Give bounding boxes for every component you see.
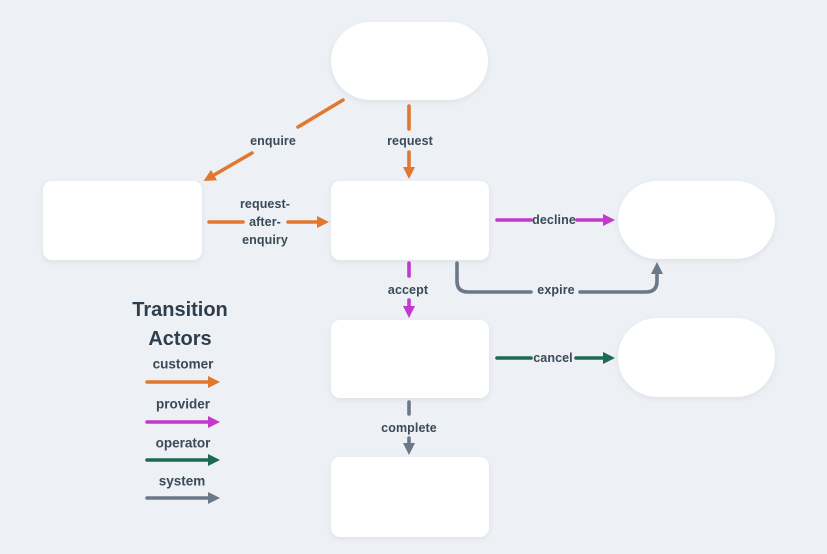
legend-title-line1: Transition <box>132 299 228 321</box>
transition-label-request: request <box>387 134 433 148</box>
transition-label-decline: decline <box>532 213 576 227</box>
state-node-initial <box>331 22 488 100</box>
state-node-cancelled <box>618 318 775 397</box>
transition-label-enquire: enquire <box>250 134 296 148</box>
transition-label-line: after- <box>249 215 281 229</box>
state-node-declined <box>618 181 775 259</box>
legend-title-line2: Actors <box>148 328 212 350</box>
transition-label-expire: expire <box>537 283 575 297</box>
state-node-accepted <box>331 320 489 398</box>
legend-label-system: system <box>158 473 206 489</box>
legend-label-operator: operator <box>155 435 211 451</box>
transition-label-request-after-enquiry: request- after- enquiry <box>240 195 290 249</box>
legend-label-customer: customer <box>152 356 214 372</box>
transition-label-complete: complete <box>381 421 437 435</box>
legend-label-provider: provider <box>155 396 211 412</box>
transition-label-accept: accept <box>387 283 429 297</box>
state-node-enquiry <box>43 181 202 260</box>
transition-label-cancel: cancel <box>533 351 573 365</box>
legend-title: Transition Actors <box>132 296 228 354</box>
state-node-completed <box>331 457 489 537</box>
state-node-pending <box>331 181 489 260</box>
transition-label-line: enquiry <box>242 233 288 247</box>
transition-label-line: request- <box>239 197 291 211</box>
